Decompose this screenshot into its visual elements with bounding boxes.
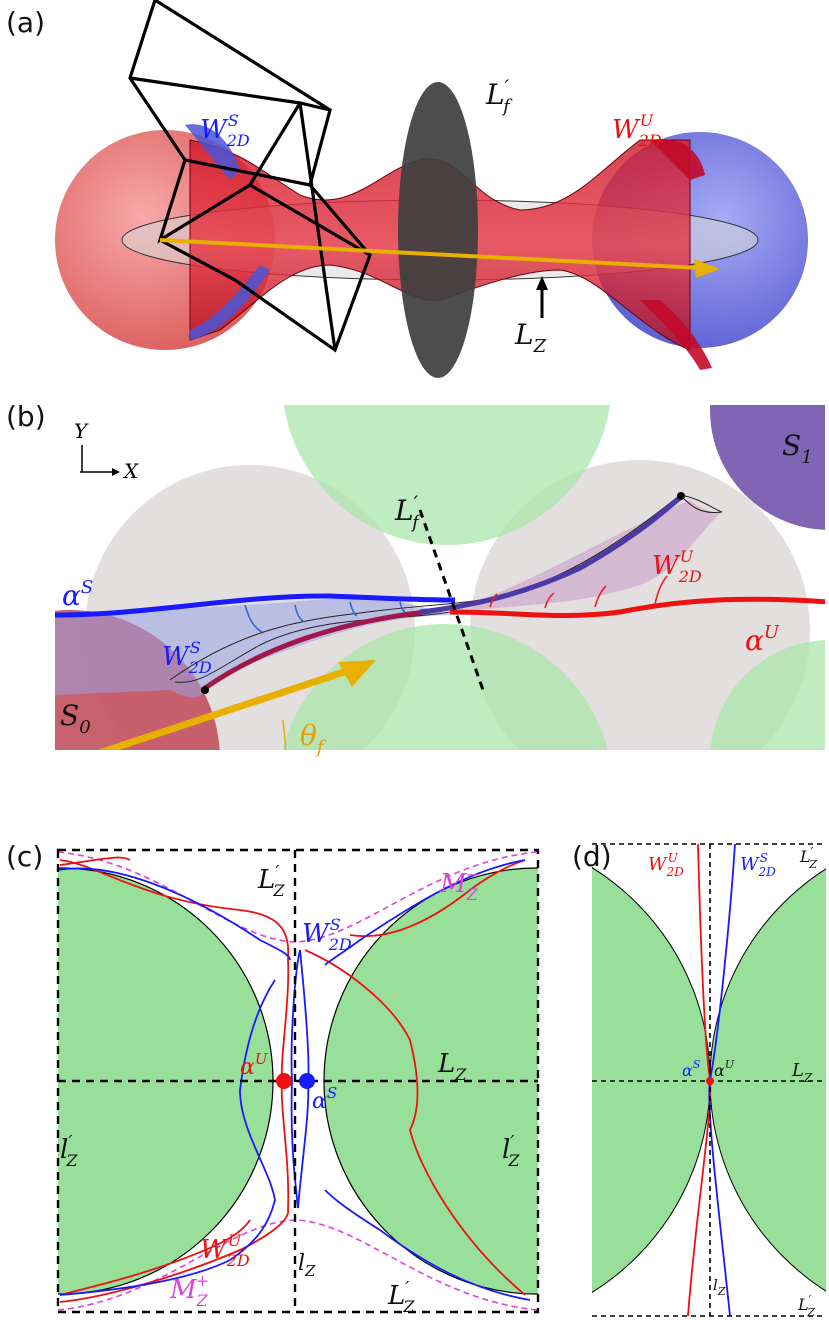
green-disk-bottom [282,624,608,750]
label-alpha-u-c: αU [240,1050,269,1080]
label-mz-minus: MZ− [439,865,479,904]
alpha-u-curve [449,596,825,619]
label-s1: S1 [782,429,813,468]
label-lf-b: L′f [394,491,422,533]
label-lz-small-c: lZ [298,1251,316,1280]
label-alpha-s-c: αS [312,1084,337,1114]
label-lz-top-c: L′Z [257,862,285,900]
label-lz-d: LZ [791,1060,813,1085]
label-wu-c: W2DU [200,1231,250,1270]
label-alpha-u-d: αU [714,1058,735,1080]
label-ws-a: W2DS [200,111,250,150]
label-wu-b: W2DU [652,547,702,586]
lf-plane [398,82,478,378]
w2d-band-blue [419,494,684,615]
label-lz-bot-d: L′Z [797,1293,815,1319]
ws-flap-top [185,124,240,180]
green-disk-right [710,640,825,750]
green-disk-top [283,405,611,545]
theta-arrow [97,666,352,750]
ws-flap-bottom [190,265,270,340]
label-lf-a: L′f [485,75,513,117]
x-axis-label: X [122,459,139,483]
label-lz-small-d: lZ [713,1276,726,1298]
label-wu-a: W2DU [612,111,662,150]
panel-a: (a) [0,0,829,400]
label-lz-left: l′Z [60,1132,78,1170]
label-ws-c: W2DS [302,915,352,954]
panel-a-label: (a) [6,6,46,39]
wu-flow-arrows [489,575,668,609]
w2d-end-left [201,686,209,694]
wu-flap-bottom [640,300,712,370]
panel-c: L′Z MZ− W2DS αU αS LZ l′Z l′Z W2DU MZ+ l [0,840,570,1320]
panel-b-figure: Y X L′f S1 S0 αS αU W2DU W2DS θf [55,405,825,758]
panel-c-figure: L′Z MZ− W2DS αU αS LZ l′Z l′Z W2DU MZ+ l [56,848,540,1316]
disk-right [323,867,538,1295]
panel-b-label: (b) [6,400,46,433]
x-axis-head [112,468,120,476]
direction-arrow [159,238,701,270]
label-wu-d: W2DU [648,851,684,879]
panel-d: W2DU W2DS L′Z αS αU LZ lZ L′Z (d) [570,840,829,1320]
label-ws-d: W2DS [740,851,776,879]
alpha-u-point [276,1073,292,1089]
wu-flap-top [650,139,705,180]
label-lz-a: LZ [514,318,547,357]
label-s0: S0 [60,699,91,738]
theta-arc [282,719,287,750]
wireframe-cell [128,0,372,353]
alpha-s-curve [55,593,456,618]
panel-c-label: (c) [6,840,44,873]
lf-line [418,509,485,691]
direction-arrow-head [694,259,720,278]
w2d-end-right [677,492,685,500]
label-lz-right: l′Z [502,1132,520,1170]
sphere-s1 [710,405,825,530]
theta-arrow-head [338,660,376,687]
label-alpha-s-b: αS [62,577,93,612]
panel-d-figure: W2DU W2DS L′Z αS αU LZ lZ L′Z [592,843,826,1319]
panel-c-frame [56,848,540,1314]
label-mz-plus: MZ+ [169,1271,209,1310]
disk-left-d [592,867,711,1293]
label-alpha-s-d: αS [682,1058,701,1080]
panel-a-figure: W2DS W2DU L′f LZ [55,0,808,378]
label-lz-c: LZ [437,1049,467,1084]
label-alpha-u-b: αU [745,622,780,657]
alpha-s-point [299,1073,315,1089]
panel-d-label: (d) [572,840,612,873]
ws-flow-arrows [244,601,406,633]
fixed-point-d [706,1077,714,1085]
label-lz-bot-c: L′Z [387,1278,415,1316]
label-ws-b: W2DS [162,638,212,677]
lz-pointer-head [536,276,548,290]
label-lz-top-d: L′Z [799,845,817,871]
wu-lobe [450,500,722,612]
panel-b: Y X L′f S1 S0 αS αU W2DU W2DS θf (b) [0,400,829,770]
y-axis-label: Y [74,419,89,443]
